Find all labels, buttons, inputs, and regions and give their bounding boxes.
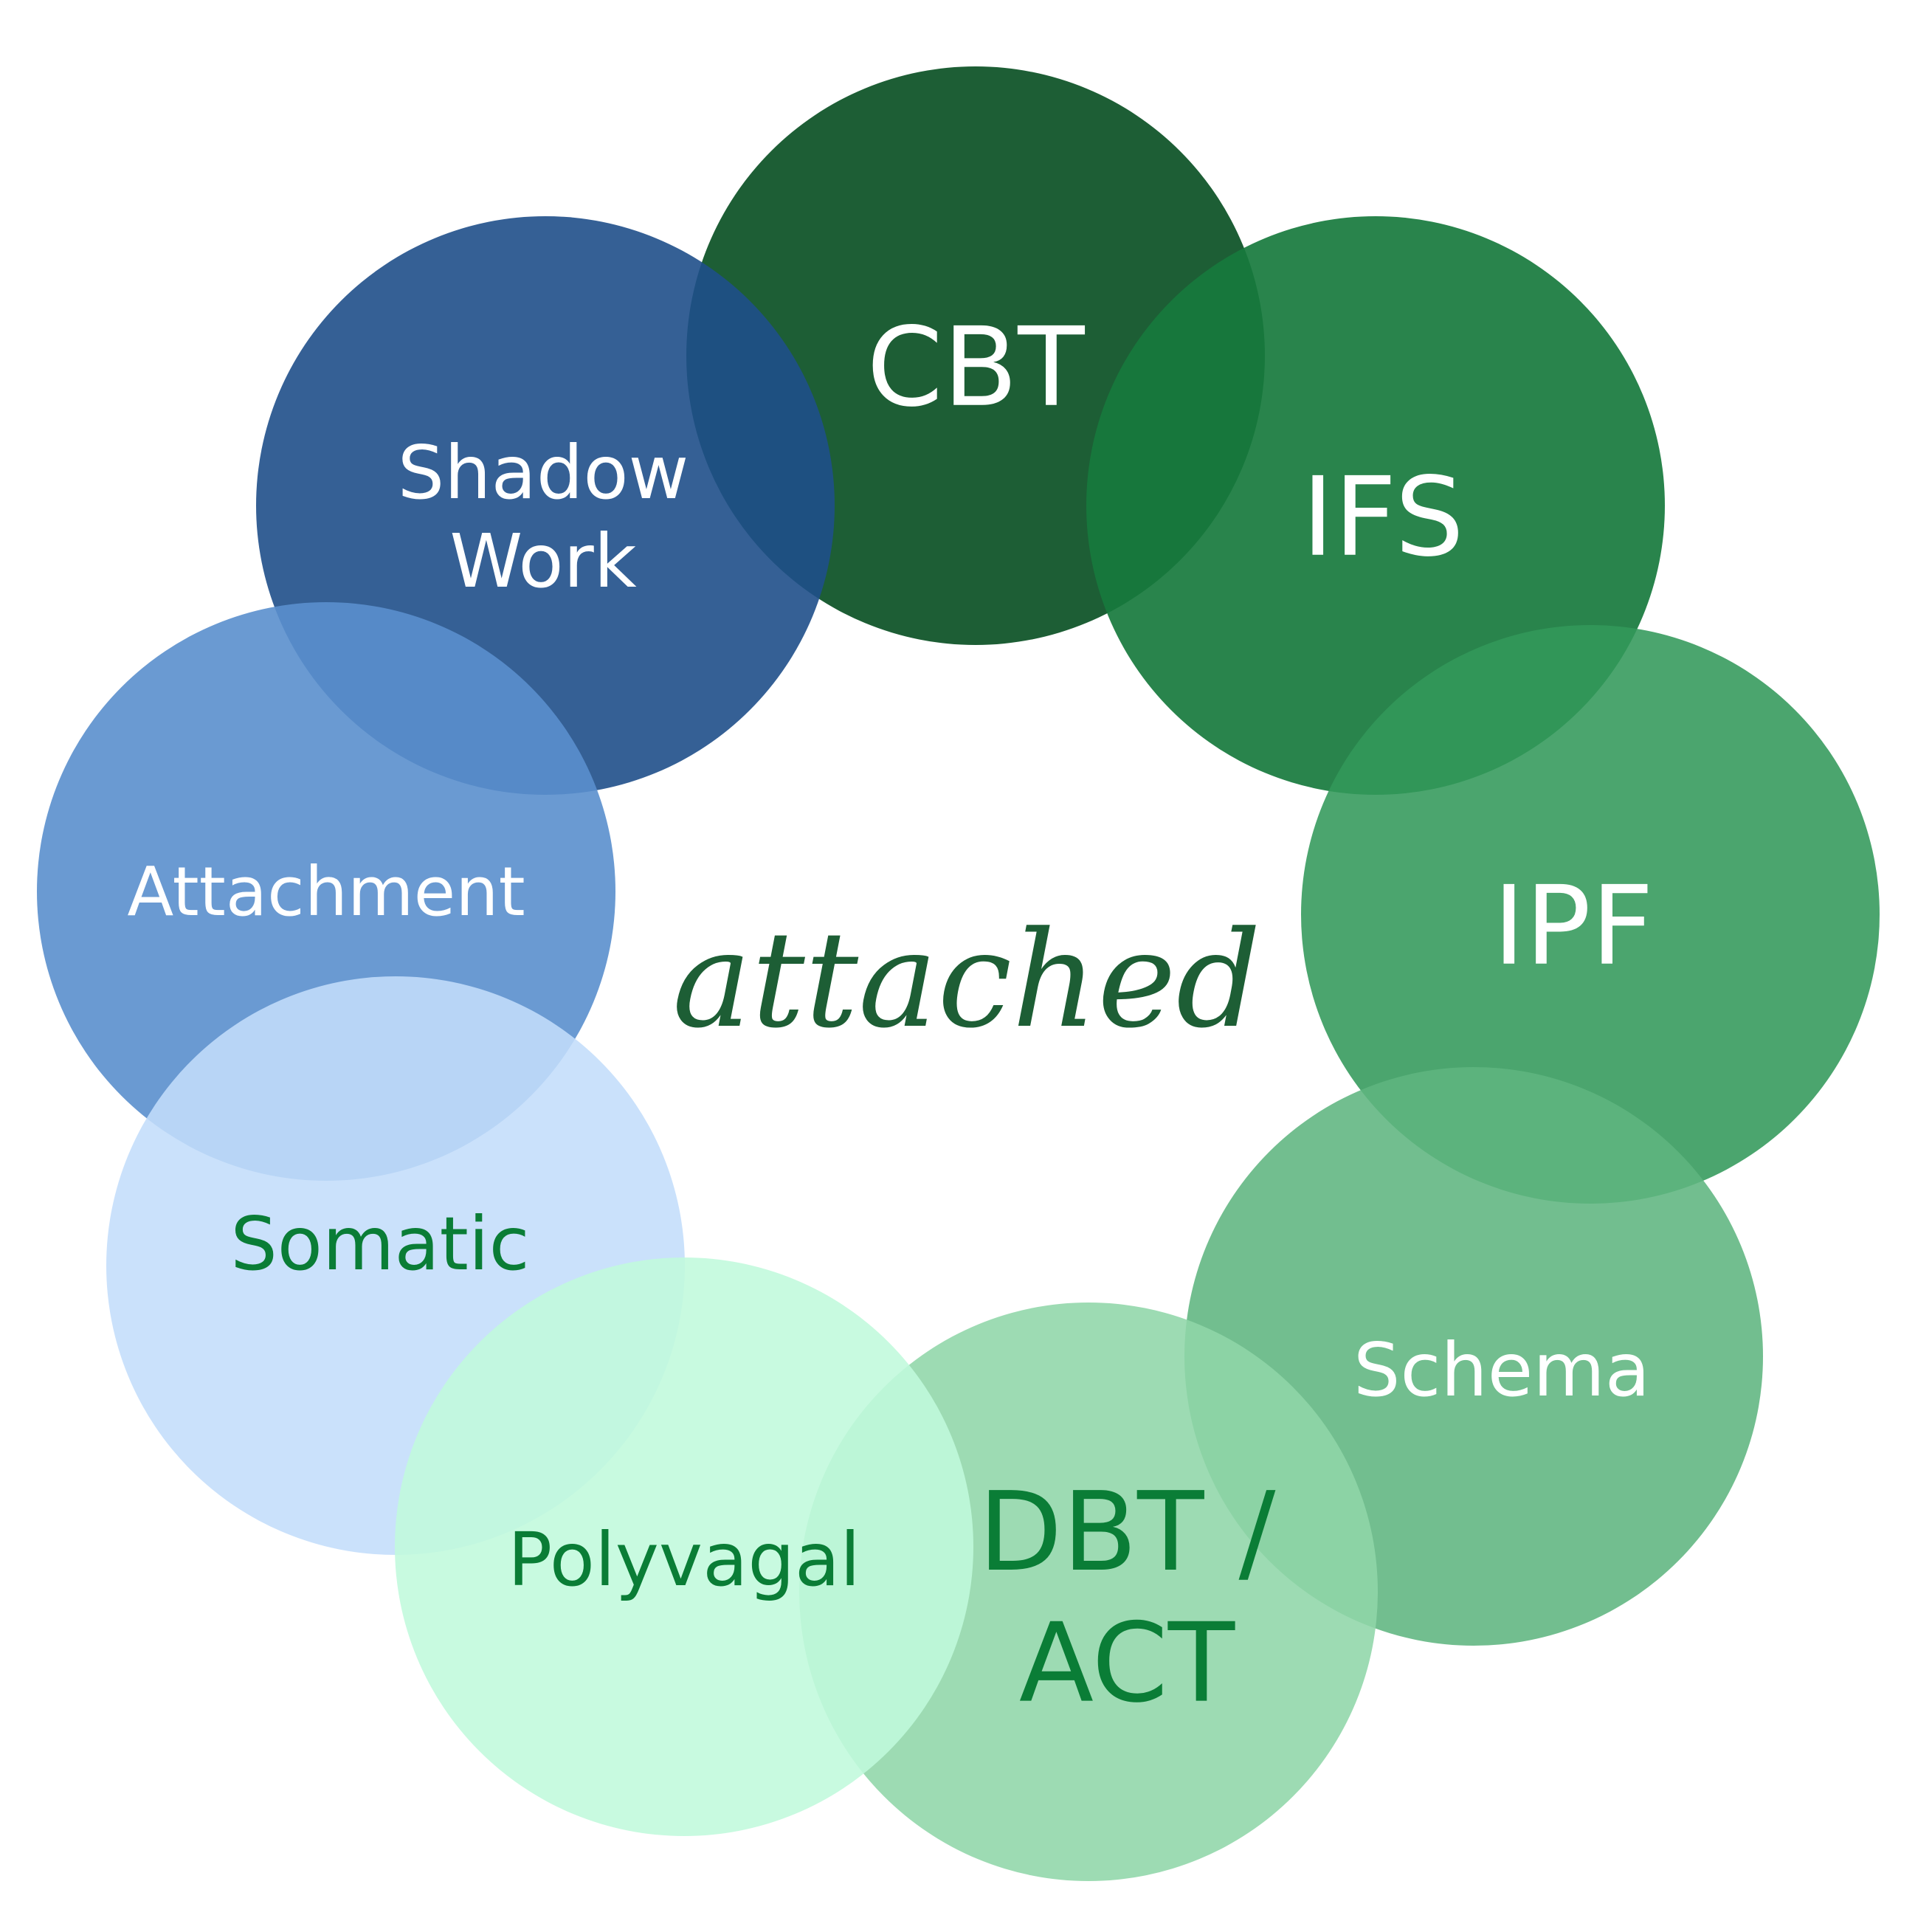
label-polyvagal: Polyvagal: [508, 1517, 860, 1603]
label-line: DBT /: [979, 1469, 1276, 1595]
circle-ipf: [1301, 625, 1880, 1204]
label-somatic: Somatic: [230, 1201, 529, 1287]
label-schema: Schema: [1353, 1327, 1650, 1413]
label-dbt-act: DBT /ACT: [979, 1469, 1276, 1727]
label-line: CBT: [866, 304, 1085, 431]
label-line: Somatic: [230, 1201, 529, 1287]
center-brand-label: attached: [672, 903, 1261, 1058]
circle-polyvagal: [395, 1257, 973, 1836]
label-attachment: Attachment: [127, 852, 525, 931]
label-cbt: CBT: [866, 304, 1085, 431]
label-ifs: IFS: [1302, 454, 1464, 581]
label-line: ACT: [1019, 1600, 1235, 1727]
label-line: IPF: [1493, 863, 1654, 990]
label-line: Attachment: [127, 852, 525, 931]
label-line: IFS: [1302, 454, 1464, 581]
label-line: Shadow: [398, 429, 689, 516]
label-line: Polyvagal: [508, 1517, 860, 1603]
label-line: Work: [449, 518, 636, 604]
modality-circles: [37, 66, 1880, 1881]
label-ipf: IPF: [1493, 863, 1654, 990]
label-line: Schema: [1353, 1327, 1650, 1413]
